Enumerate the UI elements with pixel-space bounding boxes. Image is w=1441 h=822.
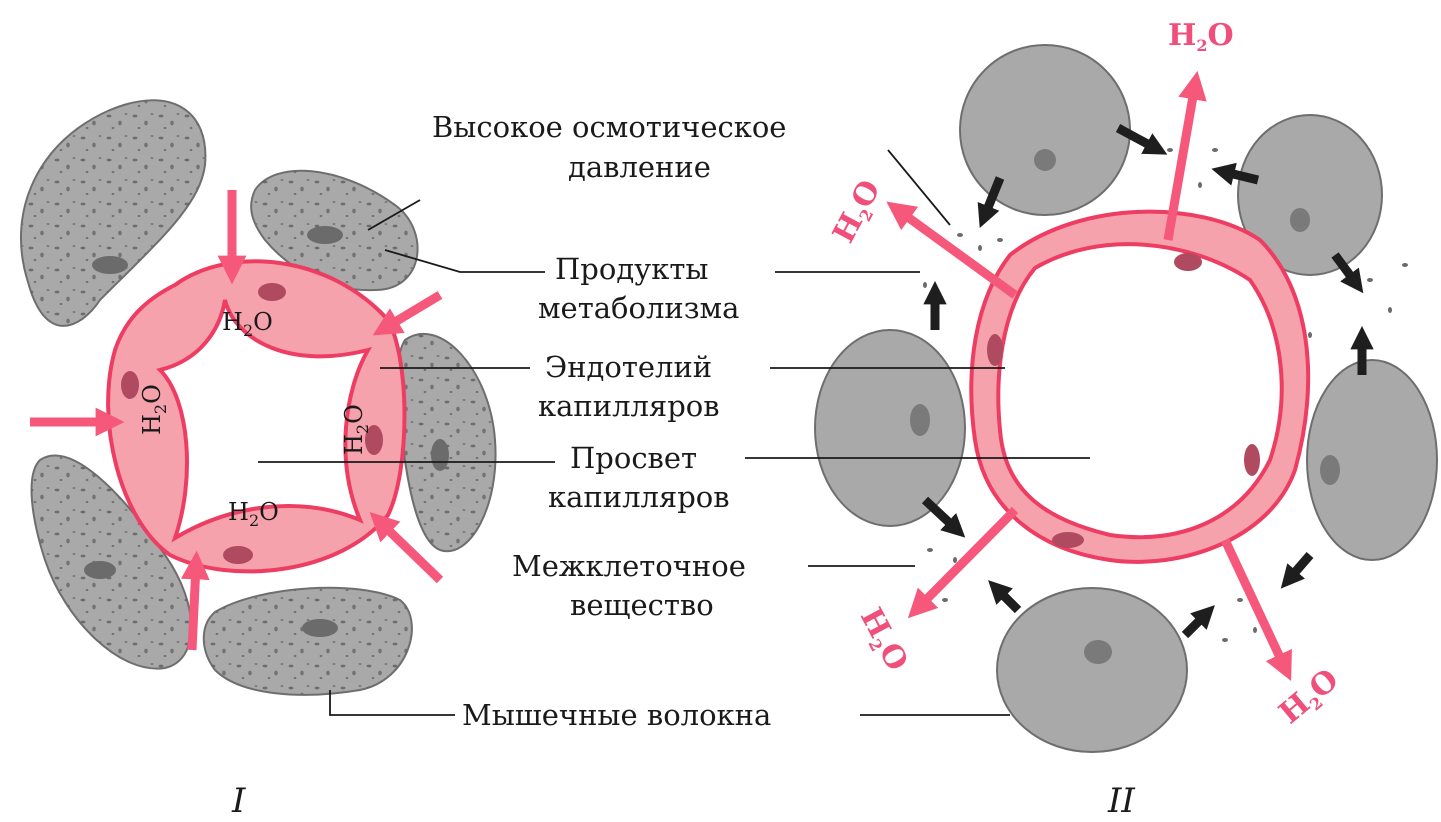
dark-arrow bbox=[998, 590, 1018, 610]
endothelial-nucleus bbox=[1052, 532, 1084, 548]
label-lumen-2: капилляров bbox=[548, 480, 730, 514]
muscle-fiber bbox=[960, 45, 1130, 215]
dark-arrow bbox=[1290, 555, 1310, 578]
panel-right: H2O H2O H2O H2O II bbox=[815, 18, 1437, 821]
dark-arrow bbox=[925, 500, 955, 528]
label-osmotic-1: Высокое осмотическое bbox=[432, 110, 786, 144]
h2o-out-bottom-left: H2O bbox=[851, 602, 914, 677]
h2o-out-top: H2O bbox=[1168, 18, 1234, 55]
endothelium-ring bbox=[971, 212, 1308, 562]
dark-arrow bbox=[1185, 615, 1205, 635]
endothelial-nucleus bbox=[1244, 444, 1260, 476]
muscle-fiber bbox=[997, 588, 1187, 752]
label-interstitial-1: Межклеточное bbox=[512, 549, 746, 583]
panel-label-right: II bbox=[1107, 781, 1135, 821]
muscle-fibers-left bbox=[21, 100, 496, 695]
endothelial-nucleus bbox=[1174, 253, 1202, 271]
endothelial-nucleus bbox=[258, 283, 286, 301]
endothelial-nucleus bbox=[987, 334, 1003, 366]
panel-left: H2O H2O H2O H2O I bbox=[21, 100, 496, 821]
panel-label-left: I bbox=[231, 781, 246, 821]
label-metabolites-2: метаболизма bbox=[538, 291, 739, 325]
h2o-out-bottom-right: H2O bbox=[1273, 662, 1347, 733]
pink-arrow bbox=[898, 210, 1015, 295]
label-muscle-fibers: Мышечные волокна bbox=[462, 698, 771, 732]
endothelial-nucleus bbox=[121, 371, 139, 399]
h2o-out-left: H2O bbox=[826, 174, 889, 249]
label-metabolites-1: Продукты bbox=[555, 252, 708, 286]
pink-arrow bbox=[385, 295, 440, 328]
label-interstitial-2: вещество bbox=[570, 588, 714, 622]
pink-arrow bbox=[192, 565, 196, 650]
label-osmotic-2: давление bbox=[568, 150, 711, 184]
pink-arrow bbox=[1225, 540, 1285, 668]
endothelial-nucleus bbox=[223, 546, 253, 564]
capillary-dilated bbox=[971, 212, 1308, 562]
muscle-fiber bbox=[815, 330, 965, 526]
muscle-fibers-right bbox=[815, 45, 1437, 752]
label-endothelium-2: капилляров bbox=[538, 389, 720, 423]
label-lumen-1: Просвет bbox=[570, 441, 697, 475]
label-endothelium-1: Эндотелий bbox=[545, 350, 712, 384]
h2o-bottom: H2O bbox=[228, 498, 279, 530]
